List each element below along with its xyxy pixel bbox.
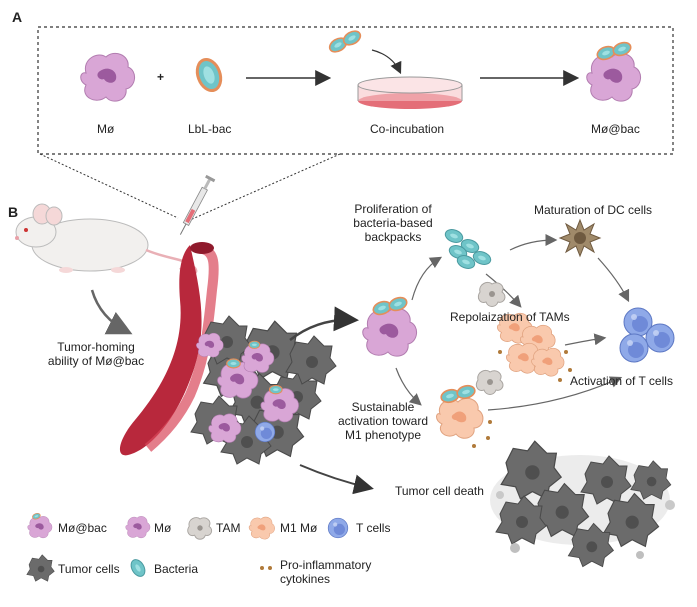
legend-bacteria-icon xyxy=(127,556,149,580)
arrow-to-macrophage xyxy=(289,306,359,341)
central-mo-bac-icon xyxy=(362,294,418,357)
legend-tam-label: TAM xyxy=(216,521,241,535)
co-incubation-label: Co-incubation xyxy=(370,122,445,136)
legend-bacteria-label: Bacteria xyxy=(154,562,199,576)
tumor-homing-label: Tumor-homing ability of Mø@bac xyxy=(47,340,145,368)
arrow-dc-to-tcells xyxy=(597,257,630,303)
legend-tumor-cell-icon xyxy=(26,554,55,582)
legend-mo-label: Mø xyxy=(154,521,172,535)
m1-macrophage-with-bacteria-icon xyxy=(436,383,492,448)
legend-mo-icon xyxy=(125,516,151,539)
tumor-death-label: Tumor cell death xyxy=(395,484,484,498)
dying-tumor-icon xyxy=(490,440,675,568)
m1-cluster-icon xyxy=(497,312,572,382)
macrophage-with-bacteria-icon xyxy=(586,39,642,102)
maturation-label: Maturation of DC cells xyxy=(534,203,653,217)
curved-arrow-into-dish xyxy=(371,49,402,75)
activation-t-label: Activation of T cells xyxy=(570,374,673,388)
zoom-line-left xyxy=(39,153,179,219)
tam-icon-top xyxy=(477,281,506,307)
mo-label: Mø xyxy=(97,122,115,136)
legend-tam-icon xyxy=(187,517,213,540)
legend-tumor-cells-label: Tumor cells xyxy=(58,562,120,576)
proliferating-bacteria-icon xyxy=(442,226,494,272)
legend-m1-icon xyxy=(248,516,275,540)
arrow-mo-to-m1 xyxy=(395,367,422,406)
legend-cytokine-icon xyxy=(260,566,272,570)
tumor-mass-icon xyxy=(190,315,337,465)
arrow-tumor-homing xyxy=(90,289,133,335)
tam-icon-middle xyxy=(475,369,504,395)
legend xyxy=(26,511,349,582)
sustainable-label: Sustainable activation toward M1 phenoty… xyxy=(337,400,429,442)
arrow-mo-to-proliferation xyxy=(411,256,443,301)
petri-dish-icon xyxy=(357,76,463,109)
repolarization-label: Repolaization of TAMs xyxy=(450,310,570,324)
panel-a-box xyxy=(37,26,674,155)
syringe-icon xyxy=(179,174,216,235)
arrow-proliferation-to-dc xyxy=(509,234,558,251)
legend-cytokines-label: Pro-inflammatory cytokines xyxy=(280,558,372,586)
bacteria-cluster-icon xyxy=(326,27,364,56)
arrow-m1cluster-to-tcells xyxy=(564,333,607,346)
legend-tcell-icon xyxy=(327,517,349,539)
mo-bac-label: Mø@bac xyxy=(591,122,640,136)
panel-a-label: A xyxy=(12,9,23,25)
arrow-m1-to-tcells xyxy=(487,376,623,411)
t-cell-cluster-icon xyxy=(619,307,675,363)
legend-tcells-label: T cells xyxy=(356,521,391,535)
dendritic-cell-icon xyxy=(558,218,602,258)
mouse-icon xyxy=(15,203,198,275)
arrow-to-tumor-death xyxy=(299,464,374,495)
proliferation-label: Proliferation of bacteria-based backpack… xyxy=(353,202,433,244)
lbl-bacteria-icon xyxy=(195,58,223,92)
zoom-line-right xyxy=(189,153,341,221)
lbl-bac-label: LbL-bac xyxy=(188,122,232,136)
legend-mo-bac-label: Mø@bac xyxy=(58,521,107,535)
legend-mo-bac-icon xyxy=(27,511,53,539)
panel-b-label: B xyxy=(8,204,19,220)
legend-m1-label: M1 Mø xyxy=(280,521,318,535)
arrow-proliferation-to-tam xyxy=(485,273,522,308)
plus-sign: + xyxy=(157,70,165,84)
macrophage-icon xyxy=(80,52,136,102)
